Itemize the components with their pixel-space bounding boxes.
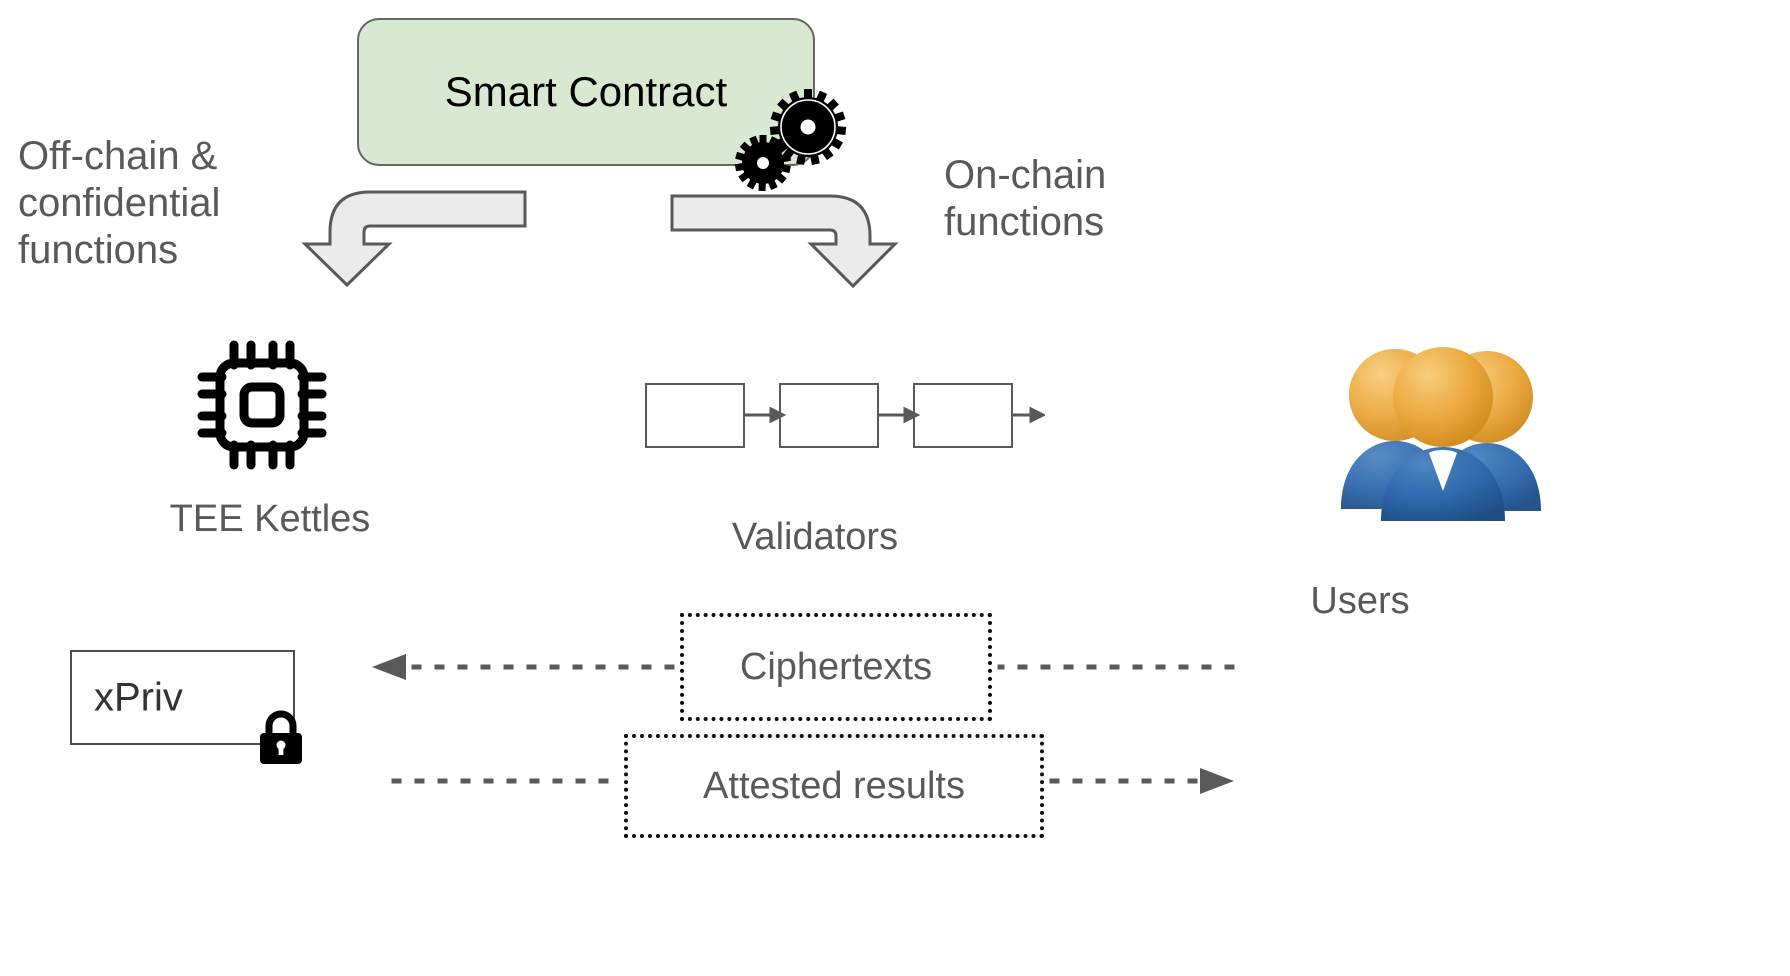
- on-chain-functions-label: On-chain functions: [944, 153, 1107, 245]
- padlock-icon: [260, 710, 302, 764]
- xpriv-label: xPriv: [94, 675, 183, 719]
- users-group-icon: [1341, 347, 1541, 521]
- xpriv-box[interactable]: xPriv: [70, 650, 295, 745]
- cpu-chip-icon: [197, 340, 327, 470]
- chain-connectors: [745, 406, 1045, 424]
- smart-contract-label: Smart Contract: [444, 67, 728, 115]
- block-arrow-down-right: [670, 194, 899, 289]
- smart-contract-box[interactable]: Smart Contract: [357, 18, 815, 166]
- chain-block: [645, 383, 745, 448]
- gears-icon: [734, 89, 847, 192]
- chain-block: [913, 383, 1013, 448]
- users-caption: Users: [1310, 580, 1410, 622]
- ciphertexts-message-box[interactable]: Ciphertexts: [680, 613, 992, 721]
- blockchain-icon: [645, 383, 1045, 458]
- off-chain-functions-label: Off-chain & confidential functions: [18, 134, 221, 273]
- validators-caption: Validators: [731, 516, 899, 558]
- arrow-right-icon: [1200, 768, 1234, 794]
- chain-block: [779, 383, 879, 448]
- attested-results-label: Attested results: [703, 764, 965, 807]
- tee-kettles-caption: TEE Kettles: [169, 498, 371, 540]
- ciphertexts-label: Ciphertexts: [739, 645, 933, 688]
- attested-results-message-box[interactable]: Attested results: [624, 734, 1044, 838]
- arrow-left-icon: [372, 654, 406, 680]
